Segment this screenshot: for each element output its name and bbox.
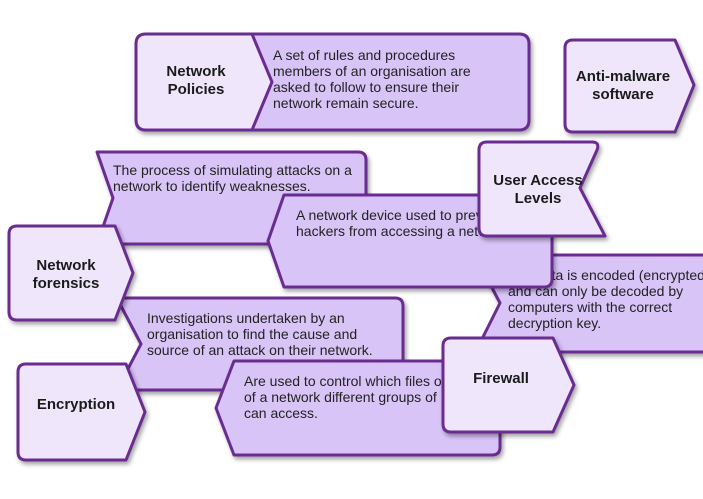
term-label: Anti-malware software bbox=[575, 68, 671, 103]
term-card-shape bbox=[477, 140, 607, 238]
definition-text: The data is encoded (encrypted) and can … bbox=[508, 267, 703, 331]
definition-card-access-levels[interactable]: Are used to control which files or area … bbox=[212, 359, 502, 457]
term-label: Firewall bbox=[473, 370, 529, 387]
definition-text: A set of rules and procedures members of… bbox=[273, 47, 471, 111]
term-label: User Access Levels bbox=[493, 172, 583, 207]
term-card-shape bbox=[563, 38, 696, 134]
definition-text: Are used to control which files or area … bbox=[244, 373, 479, 421]
term-label: Network Policies bbox=[166, 63, 226, 98]
definition-text: Investigations undertaken by an organisa… bbox=[147, 310, 373, 358]
term-label: Encryption bbox=[36, 396, 116, 413]
term-card-firewall[interactable]: Firewall bbox=[441, 336, 577, 434]
term-label: Network forensics bbox=[32, 257, 100, 292]
term-card-shape bbox=[7, 224, 135, 322]
matched-pair-network-policies[interactable]: Network Policies A set of rules and proc… bbox=[134, 32, 532, 132]
term-card-shape bbox=[441, 336, 576, 434]
term-card-shape bbox=[16, 362, 147, 462]
term-card-network-forensics[interactable]: Network forensics bbox=[7, 224, 137, 322]
term-card-user-access-levels[interactable]: User Access Levels bbox=[477, 140, 612, 238]
definition-text: A network device used to prevent hackers… bbox=[296, 207, 512, 239]
term-card-anti-malware[interactable]: Anti-malware software bbox=[563, 38, 697, 134]
term-card-encryption[interactable]: Encryption bbox=[16, 362, 148, 462]
matched-pair-shape bbox=[134, 32, 531, 132]
definition-text: The process of simulating attacks on a n… bbox=[113, 162, 352, 194]
